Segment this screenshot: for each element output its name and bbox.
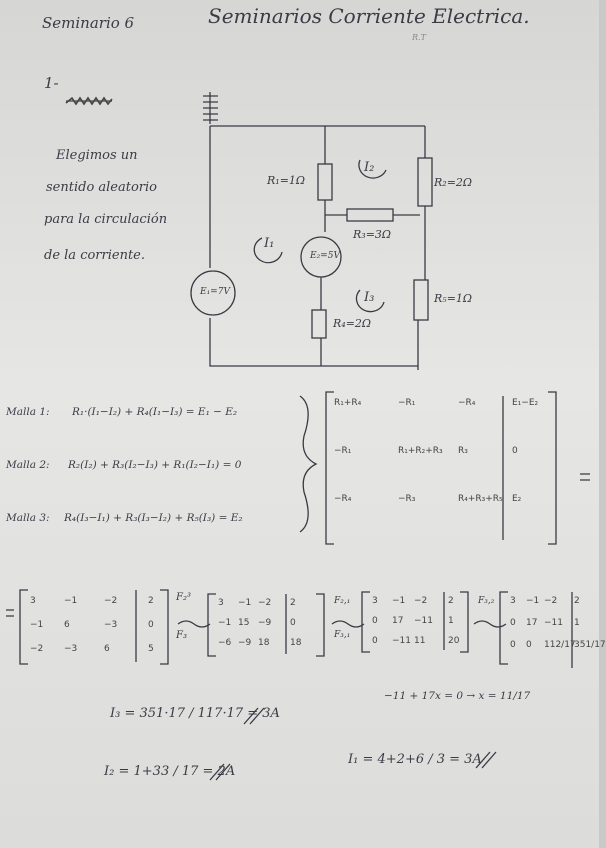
r1-label: R₁=1Ω: [267, 174, 306, 187]
matrix-step-2-cell: 3: [218, 598, 224, 608]
matrix-step-1-cell: 3: [30, 596, 36, 606]
note-line-4: de la corriente.: [44, 248, 145, 263]
result-i1: I₁ = 4+2+6 / 3 = 3A: [348, 752, 482, 767]
scribble-mark: [64, 95, 114, 107]
symbolic-matrix-cell: E₂: [512, 494, 522, 504]
matrix-step-1-cell: 2: [148, 596, 154, 606]
matrix-step-2-cell: −6: [218, 638, 232, 648]
matrix-step-3-cell: −2: [414, 596, 428, 606]
matrix-step-2-cell: 15: [238, 618, 250, 628]
r4-label: R₄=2Ω: [333, 317, 372, 330]
symbolic-matrix-cell: −R₄: [334, 494, 352, 504]
matrix-step-1-cell: 6: [64, 620, 70, 630]
matrix-step-3-cell: 1: [448, 616, 454, 626]
matrix-step-1-cell: −2: [104, 596, 118, 606]
matrix-step-2-cell: −9: [258, 618, 272, 628]
matrix-step-3-cell: 17: [392, 616, 404, 626]
matrix-step-4-cell: 1: [574, 618, 580, 628]
matrix-step-3-cell: 0: [372, 616, 378, 626]
matrix-step-3-cell: 3: [372, 596, 378, 606]
matrix-step-1-cell: −2: [30, 644, 44, 654]
symbolic-matrix-cell: 0: [512, 446, 518, 456]
matrix-step-4-cell: 0: [510, 618, 516, 628]
matrix-step-4-cell: 112/17: [544, 640, 576, 650]
matrix-step-4-cell: 17: [526, 618, 538, 628]
i1-label: I₁: [264, 236, 275, 251]
matrix-step-4-cell: −11: [544, 618, 563, 628]
matrix-step-2-cell: −2: [258, 598, 272, 608]
matrix-step-4-cell: 351/17: [574, 640, 606, 650]
matrix-step-2-cell: −9: [238, 638, 252, 648]
symbolic-matrix-cell: −R₁: [334, 446, 352, 456]
symbolic-matrix-cell: R₃: [458, 446, 468, 456]
symbolic-matrix-cell: −R₃: [398, 494, 416, 504]
r5-label: R₅=1Ω: [434, 292, 473, 305]
side-calculation: −11 + 17x = 0 → x = 11/17: [384, 690, 531, 702]
symbolic-matrix-cell: R₄+R₃+R₅: [458, 494, 503, 504]
page-title: Seminarios Corriente Electrica.: [208, 4, 530, 28]
op-label-3: F₂,₁: [334, 596, 351, 606]
mesh2-label: Malla 2:: [6, 459, 50, 471]
result-i3: I₃ = 351·17 / 117·17 = 3A: [110, 706, 280, 721]
title-subscript: R.T: [412, 33, 426, 42]
matrix-step-1-cell: −1: [64, 596, 78, 606]
matrix-step-1-cell: −1: [30, 620, 44, 630]
matrix-step-3-cell: −1: [392, 596, 406, 606]
mesh3-equation: R₄(I₃−I₁) + R₃(I₃−I₂) + R₅(I₃) = E₂: [64, 512, 243, 524]
matrix-step-4-cell: 0: [526, 640, 532, 650]
note-line-2: sentido aleatorio: [46, 180, 158, 195]
symbolic-matrix-cell: R₁+R₂+R₃: [398, 446, 443, 456]
matrix-step-1-cell: −3: [64, 644, 78, 654]
result-i2: I₂ = 1+33 / 17 = 2A: [104, 764, 236, 779]
matrix-step-3-cell: 11: [414, 636, 426, 646]
e1-label: E₁=7V: [200, 287, 230, 297]
symbolic-matrix-cell: −R₁: [398, 398, 416, 408]
i3-label: I₃: [364, 290, 375, 305]
op-label-2: F₃: [176, 630, 187, 641]
matrix-step-3-cell: −11: [414, 616, 433, 626]
matrix-step-4-cell: 0: [510, 640, 516, 650]
mesh1-equation: R₁·(I₁−I₂) + R₄(I₁−I₃) = E₁ − E₂: [72, 406, 238, 418]
seminar-label: Seminario 6: [42, 14, 135, 32]
matrix-step-4-cell: 3: [510, 596, 516, 606]
i2-label: I₂: [364, 160, 375, 175]
op-label-1: F₂³: [176, 592, 191, 603]
symbolic-matrix-cell: −R₄: [458, 398, 476, 408]
symbolic-matrix-cell: E₁−E₂: [512, 398, 539, 408]
matrix-step-2-cell: −1: [218, 618, 232, 628]
e2-label: E₂=5V: [310, 251, 340, 261]
matrix-step-2-cell: 0: [290, 618, 296, 628]
matrix-step-4-cell: −1: [526, 596, 540, 606]
matrix-step-2-cell: 2: [290, 598, 296, 608]
matrix-step-3-cell: 2: [448, 596, 454, 606]
mesh2-equation: R₂(I₂) + R₃(I₂−I₃) + R₁(I₂−I₁) = 0: [68, 459, 242, 471]
r2-label: R₂=2Ω: [434, 176, 473, 189]
mesh3-label: Malla 3:: [6, 512, 50, 524]
op-label-5: F₃,₂: [478, 596, 495, 606]
r3-label: R₃=3Ω: [353, 228, 392, 241]
matrix-step-3-cell: 0: [372, 636, 378, 646]
matrix-step-3-cell: 20: [448, 636, 460, 646]
matrix-step-4-cell: −2: [544, 596, 558, 606]
op-label-4: F₃,₁: [334, 630, 351, 640]
matrix-step-3-cell: −11: [392, 636, 411, 646]
matrix-step-1-cell: 0: [148, 620, 154, 630]
problem-number: 1-: [44, 74, 59, 92]
note-line-1: Elegimos un: [56, 148, 138, 163]
matrix-step-2-cell: 18: [290, 638, 302, 648]
matrix-step-2-cell: 18: [258, 638, 270, 648]
matrix-step-1-cell: 5: [148, 644, 154, 654]
mesh1-label: Malla 1:: [6, 406, 50, 418]
symbolic-matrix-cell: R₁+R₄: [334, 398, 362, 408]
matrix-step-1-cell: −3: [104, 620, 118, 630]
matrix-step-4-cell: 2: [574, 596, 580, 606]
matrix-step-2-cell: −1: [238, 598, 252, 608]
note-line-3: para la circulación: [44, 212, 168, 227]
matrix-step-1-cell: 6: [104, 644, 110, 654]
